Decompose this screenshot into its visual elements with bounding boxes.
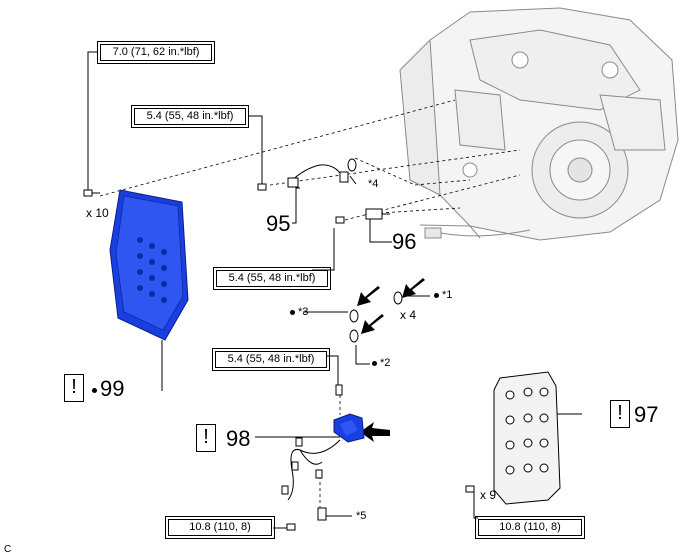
sensor-wire-part	[257, 158, 357, 191]
non-reusable-icon: !	[196, 424, 216, 452]
alignment-dashes	[99, 99, 521, 510]
dot-icon	[372, 360, 377, 366]
solenoid-part	[333, 384, 365, 443]
marker-3: *3	[290, 306, 308, 318]
wire-harness	[281, 437, 341, 531]
qty-gaskets: x 4	[400, 308, 417, 322]
transaxle-case	[399, 7, 679, 241]
marker-5: *5	[356, 510, 367, 522]
non-reusable-icon: !	[610, 400, 630, 428]
valve-body-part	[465, 371, 561, 505]
oil-pan	[109, 189, 189, 341]
torque-spec-sensor-wire: 5.4 (55, 48 in.*lbf)	[131, 105, 249, 128]
torque-spec-oil-pan: 7.0 (71, 62 in.*lbf)	[97, 41, 215, 64]
dot-icon	[290, 309, 295, 315]
torque-spec-wire-harness: 10.8 (110, 8)	[165, 516, 275, 539]
qty-oil-pan-bolts: x 10	[86, 206, 109, 220]
oil-pan-bolt	[83, 189, 100, 197]
pointer-arrows	[357, 278, 425, 442]
callout-solenoid-wire: 98	[226, 426, 251, 451]
gaskets	[349, 291, 403, 343]
marker-2: *2	[372, 357, 390, 369]
torque-spec-solenoid: 5.4 (55, 48 in.*lbf)	[212, 348, 330, 371]
qty-valve-body-bolts: x 9	[480, 488, 497, 502]
speed-sensor-part	[335, 208, 390, 224]
torque-spec-valve-body: 10.8 (110, 8)	[475, 516, 585, 539]
callout-speed-sensor-wire: 95	[266, 211, 291, 236]
callout-oil-pan: 99	[92, 377, 124, 401]
corner-label: C	[4, 544, 12, 555]
marker-4: *4	[368, 178, 379, 190]
marker-1: *1	[434, 289, 452, 301]
callout-valve-body: 97	[634, 402, 659, 427]
callout-speed-sensor: 96	[392, 229, 417, 254]
dot-icon	[92, 387, 97, 393]
leader-lines	[87, 51, 582, 529]
dot-icon	[434, 292, 439, 298]
torque-spec-sensor: 5.4 (55, 48 in.*lbf)	[213, 267, 331, 290]
non-reusable-icon: !	[64, 374, 84, 402]
